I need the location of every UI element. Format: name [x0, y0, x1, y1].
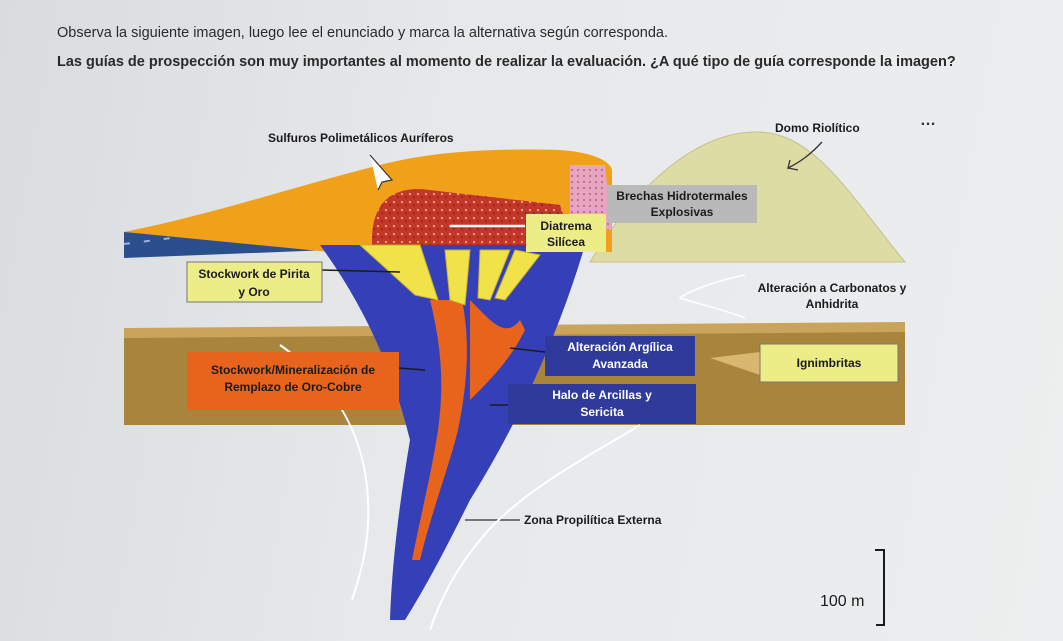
- label-stockwork-min-2: Remplazo de Oro-Cobre: [224, 380, 362, 394]
- argillic-leader: [509, 347, 546, 353]
- label-domo: Domo Riolítico: [775, 121, 860, 135]
- label-halo-2: Sericita: [580, 405, 624, 419]
- sulfide-arrow: [369, 154, 394, 191]
- question-text: Las guías de prospección son muy importa…: [57, 54, 956, 70]
- label-diatrema-2: Silícea: [547, 235, 585, 249]
- label-stockwork-min-1: Stockwork/Mineralización de: [211, 363, 375, 377]
- hydrothermal-breccia-zone: [570, 165, 612, 230]
- orange-veins-right: [470, 300, 525, 400]
- yellow-stockwork: [358, 244, 541, 306]
- brechas-box: [607, 185, 757, 223]
- more-options-icon[interactable]: …: [920, 112, 936, 129]
- stockwork-pirita-box: [186, 261, 323, 303]
- label-propilitica: Zona Propilítica Externa: [524, 513, 662, 527]
- stockwork-pirita-leader: [321, 269, 401, 273]
- label-carbonatos-1: Alteración a Carbonatos y: [758, 281, 907, 295]
- instruction-text: Observa la siguiente imagen, luego lee e…: [57, 25, 668, 41]
- stockwork-mineralizacion-box: [187, 352, 399, 410]
- label-stockwork-pirita-2: y Oro: [238, 285, 269, 299]
- ignimbritas-box: [759, 343, 899, 383]
- label-halo-1: Halo de Arcillas y: [552, 388, 652, 402]
- stockwork-min-leader: [397, 367, 426, 371]
- label-brechas-2: Explosivas: [651, 205, 714, 219]
- label-scale: 100 m: [820, 593, 864, 610]
- label-diatrema-1: Diatrema: [540, 219, 592, 233]
- ignimbrite-leader: [710, 352, 760, 375]
- diatrema-box: [526, 214, 606, 252]
- label-stockwork-pirita-1: Stockwork de Pirita: [198, 267, 310, 281]
- label-ignimbritas: Ignimbritas: [797, 356, 862, 370]
- carbonate-leader: [678, 274, 746, 319]
- breccia-core: [372, 189, 575, 250]
- orange-veins: [412, 300, 467, 560]
- label-sulfuros: Sulfuros Polimetálicos Auríferos: [268, 131, 454, 145]
- scale-bar: [875, 549, 885, 626]
- label-carbonatos-2: Anhidrita: [806, 297, 859, 311]
- propilitic-boundary-right: [429, 424, 641, 631]
- label-argilica-1: Alteración Argílica: [567, 340, 673, 354]
- halo-box: [508, 384, 696, 424]
- label-argilica-2: Avanzada: [592, 357, 648, 371]
- label-brechas-1: Brechas Hidrotermales: [616, 189, 748, 203]
- argilica-box: [545, 336, 695, 376]
- dome-arrow: [787, 141, 823, 171]
